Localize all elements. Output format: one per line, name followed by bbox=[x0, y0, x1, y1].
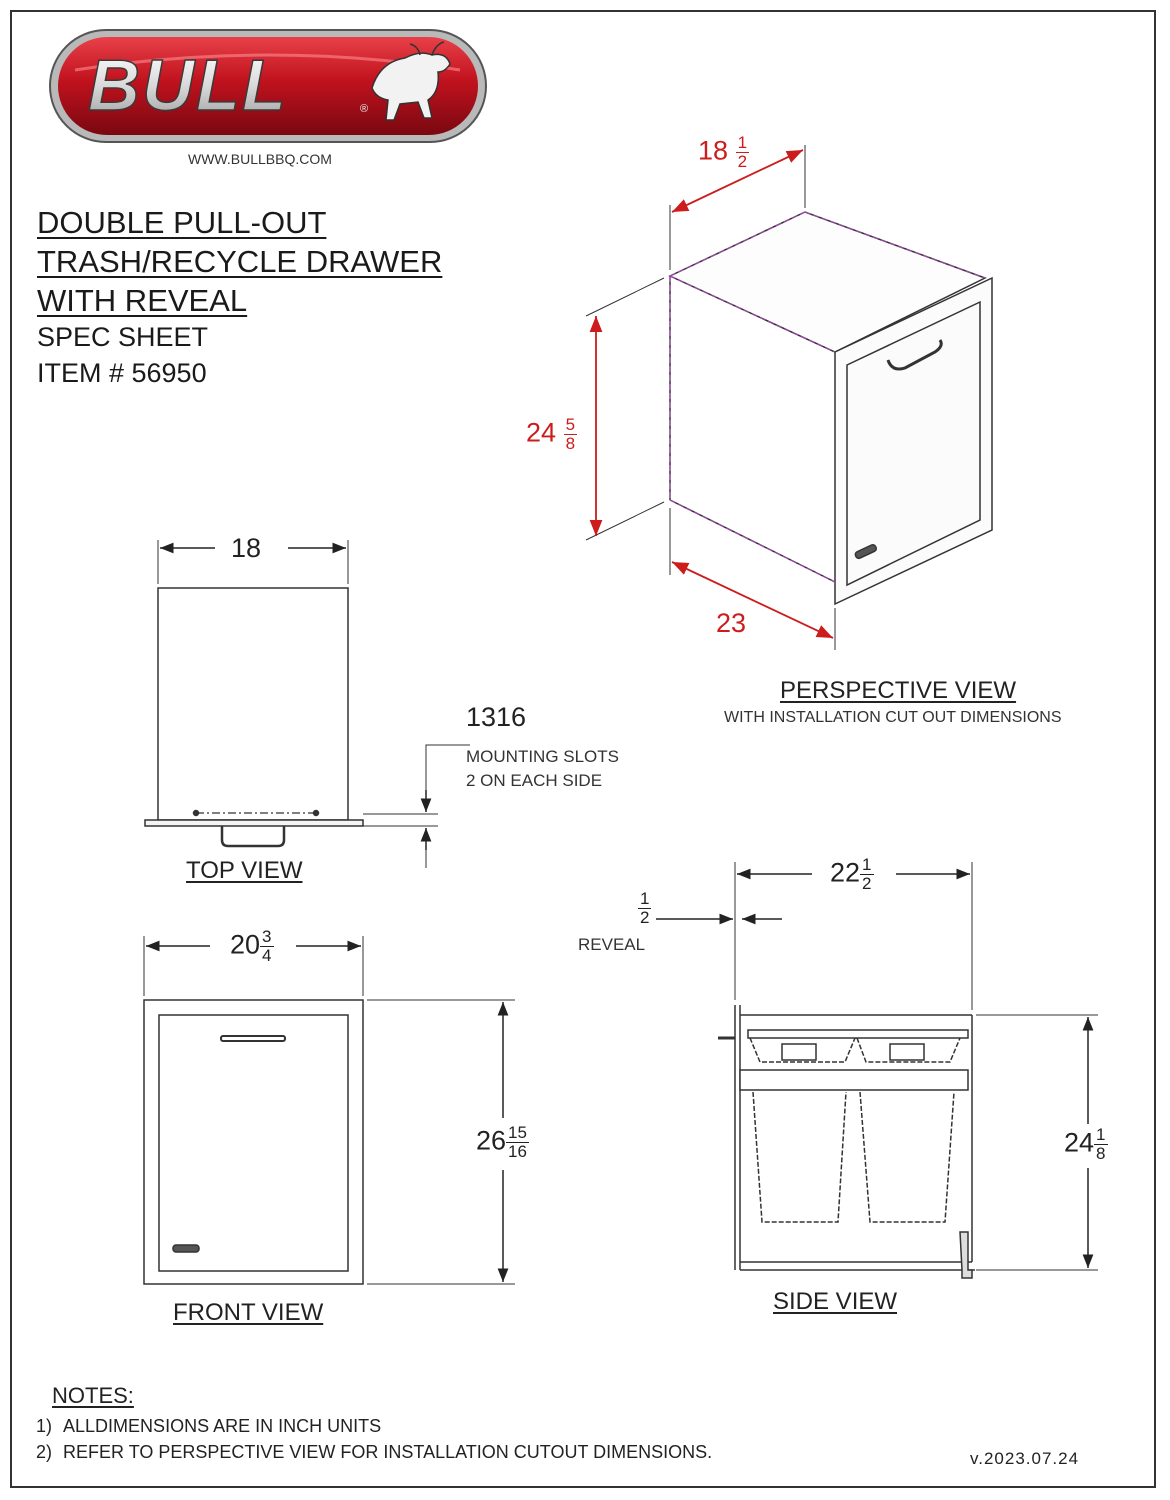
note-2-text: REFER TO PERSPECTIVE VIEW FOR INSTALLATI… bbox=[63, 1442, 713, 1462]
front-view-label: FRONT VIEW bbox=[173, 1299, 324, 1326]
title-line-3: WITH REVEAL bbox=[37, 283, 248, 318]
mounting-slots-note-1: MOUNTING SLOTS bbox=[466, 747, 620, 766]
front-height-num: 15 bbox=[506, 1123, 529, 1143]
perspective-width-num: 1 bbox=[735, 133, 750, 153]
note-2-number: 2) bbox=[36, 1442, 53, 1462]
top-view-width-dimension: 18 bbox=[231, 533, 262, 563]
top-view-dimension-lines bbox=[160, 542, 432, 850]
mounting-slots-note-2: 2 ON EACH SIDE bbox=[466, 771, 603, 790]
spec-sheet-label: SPEC SHEET bbox=[37, 322, 209, 352]
perspective-view-label: PERSPECTIVE VIEW bbox=[780, 677, 1017, 704]
front-width-den: 4 bbox=[262, 946, 272, 965]
side-depth-den: 2 bbox=[862, 874, 872, 893]
top-view-drawing bbox=[144, 540, 470, 868]
mounting-slot-dimension: 1316 bbox=[466, 702, 527, 732]
reveal-label: REVEAL bbox=[578, 935, 646, 954]
note-item-2: 2) REFER TO PERSPECTIVE VIEW FOR INSTALL… bbox=[36, 1442, 712, 1463]
item-number: ITEM # 56950 bbox=[37, 358, 207, 388]
version-stamp: v.2023.07.24 bbox=[970, 1449, 1080, 1468]
front-height-den: 16 bbox=[508, 1142, 527, 1161]
note-item-1: 1) ALLDIMENSIONS ARE IN INCH UNITS bbox=[36, 1416, 381, 1437]
top-view-label: TOP VIEW bbox=[186, 857, 303, 884]
perspective-dimension-lines bbox=[589, 149, 834, 639]
logo-wordmark: BULL bbox=[88, 46, 288, 126]
front-view-dimension-lines bbox=[146, 940, 509, 1282]
reveal-num: 1 bbox=[638, 889, 652, 909]
perspective-view-caption: WITH INSTALLATION CUT OUT DIMENSIONS bbox=[724, 709, 1062, 726]
front-width-num: 3 bbox=[260, 927, 274, 947]
reveal-den: 2 bbox=[640, 908, 650, 927]
svg-text:®: ® bbox=[360, 103, 368, 115]
side-depth-num: 1 bbox=[860, 855, 874, 875]
note-1-number: 1) bbox=[36, 1416, 53, 1436]
bull-logo: BULL ® bbox=[49, 29, 487, 143]
website-url[interactable]: WWW.BULLBBQ.COM bbox=[188, 151, 332, 167]
title-line-1: DOUBLE PULL-OUT bbox=[37, 205, 327, 240]
front-view-drawing bbox=[143, 936, 515, 1285]
note-1-text: ALLDIMENSIONS ARE IN INCH UNITS bbox=[63, 1416, 382, 1436]
side-height-den: 8 bbox=[1096, 1144, 1106, 1163]
perspective-depth-dimension: 23 bbox=[716, 608, 747, 638]
perspective-width-whole: 18 bbox=[698, 135, 729, 166]
side-height-num: 1 bbox=[1094, 1125, 1108, 1145]
side-view-dimension-lines bbox=[656, 868, 1094, 1268]
perspective-height-den: 8 bbox=[565, 434, 576, 453]
sheet-border bbox=[10, 10, 1156, 1488]
side-height-whole: 24 bbox=[1064, 1127, 1095, 1158]
bull-emblem-icon bbox=[371, 41, 451, 121]
perspective-height-whole: 24 bbox=[526, 417, 557, 448]
side-depth-whole: 22 bbox=[830, 857, 861, 888]
perspective-width-den: 2 bbox=[737, 152, 748, 171]
perspective-view-drawing bbox=[585, 145, 993, 650]
notes-heading: NOTES: bbox=[52, 1383, 134, 1408]
perspective-height-num: 5 bbox=[563, 415, 578, 435]
side-view-label: SIDE VIEW bbox=[773, 1288, 898, 1315]
front-width-whole: 20 bbox=[230, 929, 261, 960]
side-view-drawing bbox=[718, 862, 1098, 1279]
front-height-whole: 26 bbox=[476, 1125, 507, 1156]
title-line-2: TRASH/RECYCLE DRAWER bbox=[37, 244, 443, 279]
